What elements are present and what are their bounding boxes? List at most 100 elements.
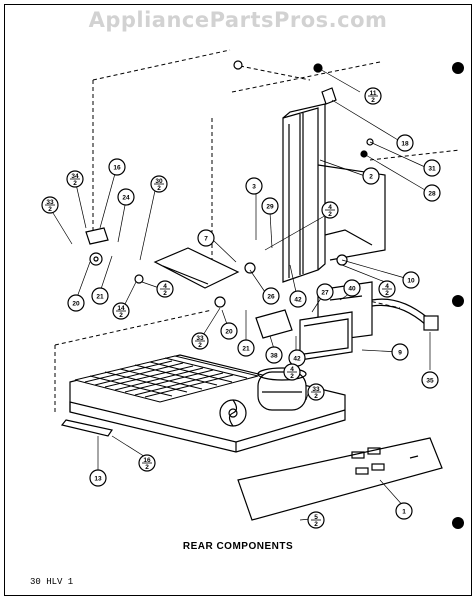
rear-wall-panel xyxy=(317,164,386,261)
punch-hole-bottom xyxy=(452,517,464,529)
callout-c28: 28 xyxy=(423,184,441,202)
callout-c40: 40 xyxy=(343,279,361,297)
callout-circle xyxy=(262,287,280,305)
callout-c16: 16 xyxy=(108,158,126,176)
callout-number: 4 xyxy=(290,366,294,373)
callout-circle xyxy=(237,339,255,357)
callout-circle xyxy=(391,343,409,361)
callout-circle xyxy=(67,294,85,312)
callout-c20a: 20 xyxy=(67,294,85,312)
callout-number: 20 xyxy=(72,301,80,308)
callout-c29: 29 xyxy=(261,197,279,215)
callout-number: 16 xyxy=(143,457,151,464)
page-code: 30 HLV 1 xyxy=(30,577,74,587)
callout-circle xyxy=(108,158,126,176)
callout-number: 35 xyxy=(426,378,434,385)
callout-c38: 38 xyxy=(265,346,283,364)
callout-number: 4 xyxy=(163,283,167,290)
callout-quantity: 2 xyxy=(314,393,318,400)
callout-c4d: 42 xyxy=(283,363,301,381)
callout-circle xyxy=(343,279,361,297)
callout-c21a: 21 xyxy=(91,287,109,305)
callout-number: 28 xyxy=(428,191,436,198)
callout-number: 9 xyxy=(398,350,402,357)
callout-c33b: 332 xyxy=(191,332,209,350)
callout-c11: 112 xyxy=(364,87,382,105)
callout-circle xyxy=(421,371,439,389)
callout-c7: 7 xyxy=(197,229,215,247)
callout-number: 5 xyxy=(314,514,318,521)
callout-c4b: 42 xyxy=(378,280,396,298)
callout-number: 7 xyxy=(204,236,208,243)
callout-number: 40 xyxy=(348,286,356,293)
callout-number: 38 xyxy=(270,353,278,360)
part-2-channel xyxy=(282,103,326,283)
callout-circle xyxy=(362,167,380,185)
callout-number: 1 xyxy=(402,509,406,516)
callout-number: 4 xyxy=(385,283,389,290)
callout-c24: 24 xyxy=(117,188,135,206)
callout-number: 30 xyxy=(155,178,163,185)
callout-circle xyxy=(261,197,279,215)
callout-c4a: 42 xyxy=(321,201,339,219)
punch-hole-middle xyxy=(452,295,464,307)
callout-c30: 302 xyxy=(150,175,168,193)
cabinet-outline xyxy=(54,49,461,415)
part-7-shroud xyxy=(153,247,240,289)
callout-number: 33 xyxy=(312,386,320,393)
callout-c31: 31 xyxy=(423,159,441,177)
callout-c3: 3 xyxy=(245,177,263,195)
callout-c35: 35 xyxy=(421,371,439,389)
diagram-frame xyxy=(4,4,472,596)
callout-c33a: 332 xyxy=(41,196,59,214)
part-13-rail xyxy=(60,419,113,437)
callout-circle xyxy=(395,502,413,520)
watermark: AppliancePartsPros.com xyxy=(88,8,388,32)
callout-c4c: 42 xyxy=(156,280,174,298)
callout-c16b: 162 xyxy=(138,454,156,472)
callout-number: 11 xyxy=(370,90,377,97)
callout-c42a: 42 xyxy=(289,290,307,308)
callout-quantity: 2 xyxy=(371,97,375,104)
part-35-tube xyxy=(371,298,439,331)
callout-circle xyxy=(423,184,441,202)
callout-c33c: 332 xyxy=(307,383,325,401)
callout-number: 4 xyxy=(328,204,332,211)
compressor xyxy=(257,367,307,411)
callout-c42b: 42 xyxy=(288,349,306,367)
callout-number: 21 xyxy=(96,294,104,301)
callout-c18: 18 xyxy=(396,134,414,152)
callout-number: 33 xyxy=(196,335,204,342)
callout-circle xyxy=(89,469,107,487)
callout-number: 42 xyxy=(294,297,302,304)
callout-quantity: 2 xyxy=(198,342,202,349)
callout-c10: 10 xyxy=(402,271,420,289)
callout-number: 29 xyxy=(266,204,274,211)
callout-number: 33 xyxy=(46,199,54,206)
callout-c20b: 20 xyxy=(220,322,238,340)
callout-number: 14 xyxy=(117,305,125,312)
condenser-coil xyxy=(74,355,259,403)
callout-number: 34 xyxy=(71,173,79,180)
callout-circle xyxy=(402,271,420,289)
callout-number: 3 xyxy=(252,184,256,191)
callout-number: 10 xyxy=(407,278,415,285)
callout-quantity: 2 xyxy=(119,312,123,319)
condenser-fan xyxy=(219,399,247,427)
callout-number: 24 xyxy=(122,195,130,202)
part-9-drain-pan xyxy=(299,311,353,361)
callout-number: 27 xyxy=(321,290,329,297)
callout-number: 31 xyxy=(428,166,436,173)
callout-number: 16 xyxy=(113,165,121,172)
callout-quantity: 2 xyxy=(157,185,161,192)
callout-c14: 142 xyxy=(112,302,130,320)
callout-quantity: 2 xyxy=(73,180,77,187)
callout-quantity: 2 xyxy=(290,373,294,380)
callout-circle xyxy=(289,290,307,308)
callout-c2: 2 xyxy=(362,167,380,185)
callout-number: 42 xyxy=(293,356,301,363)
callout-c9: 9 xyxy=(391,343,409,361)
callout-quantity: 2 xyxy=(163,290,167,297)
callout-number: 2 xyxy=(369,174,373,181)
